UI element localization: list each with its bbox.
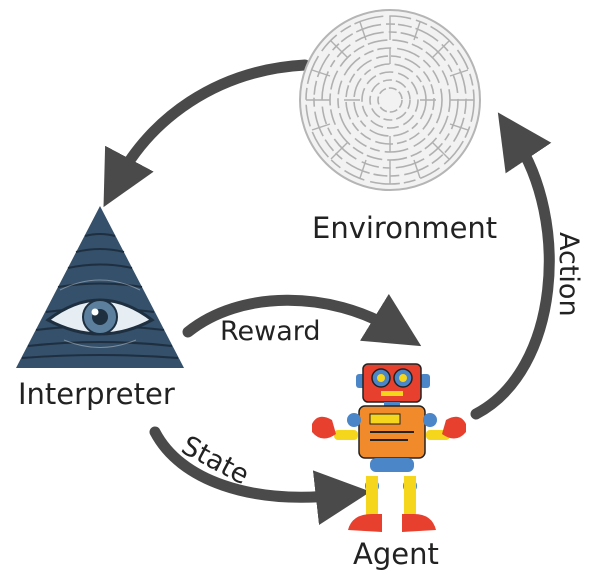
eye-pyramid-icon [16, 206, 184, 368]
arrow-state [149, 426, 371, 525]
node-label-interpreter: Interpreter [18, 377, 175, 411]
arrow-reward [182, 293, 422, 347]
maze-icon [299, 9, 481, 191]
edge-label-reward: Reward [220, 316, 321, 347]
arrow-environment-to-interpreter [103, 59, 311, 208]
robot-icon [312, 363, 466, 532]
node-label-environment: Environment [312, 211, 498, 245]
edge-label-action: Action [553, 232, 584, 317]
arrow-action [470, 112, 555, 420]
node-label-agent: Agent [353, 537, 439, 571]
